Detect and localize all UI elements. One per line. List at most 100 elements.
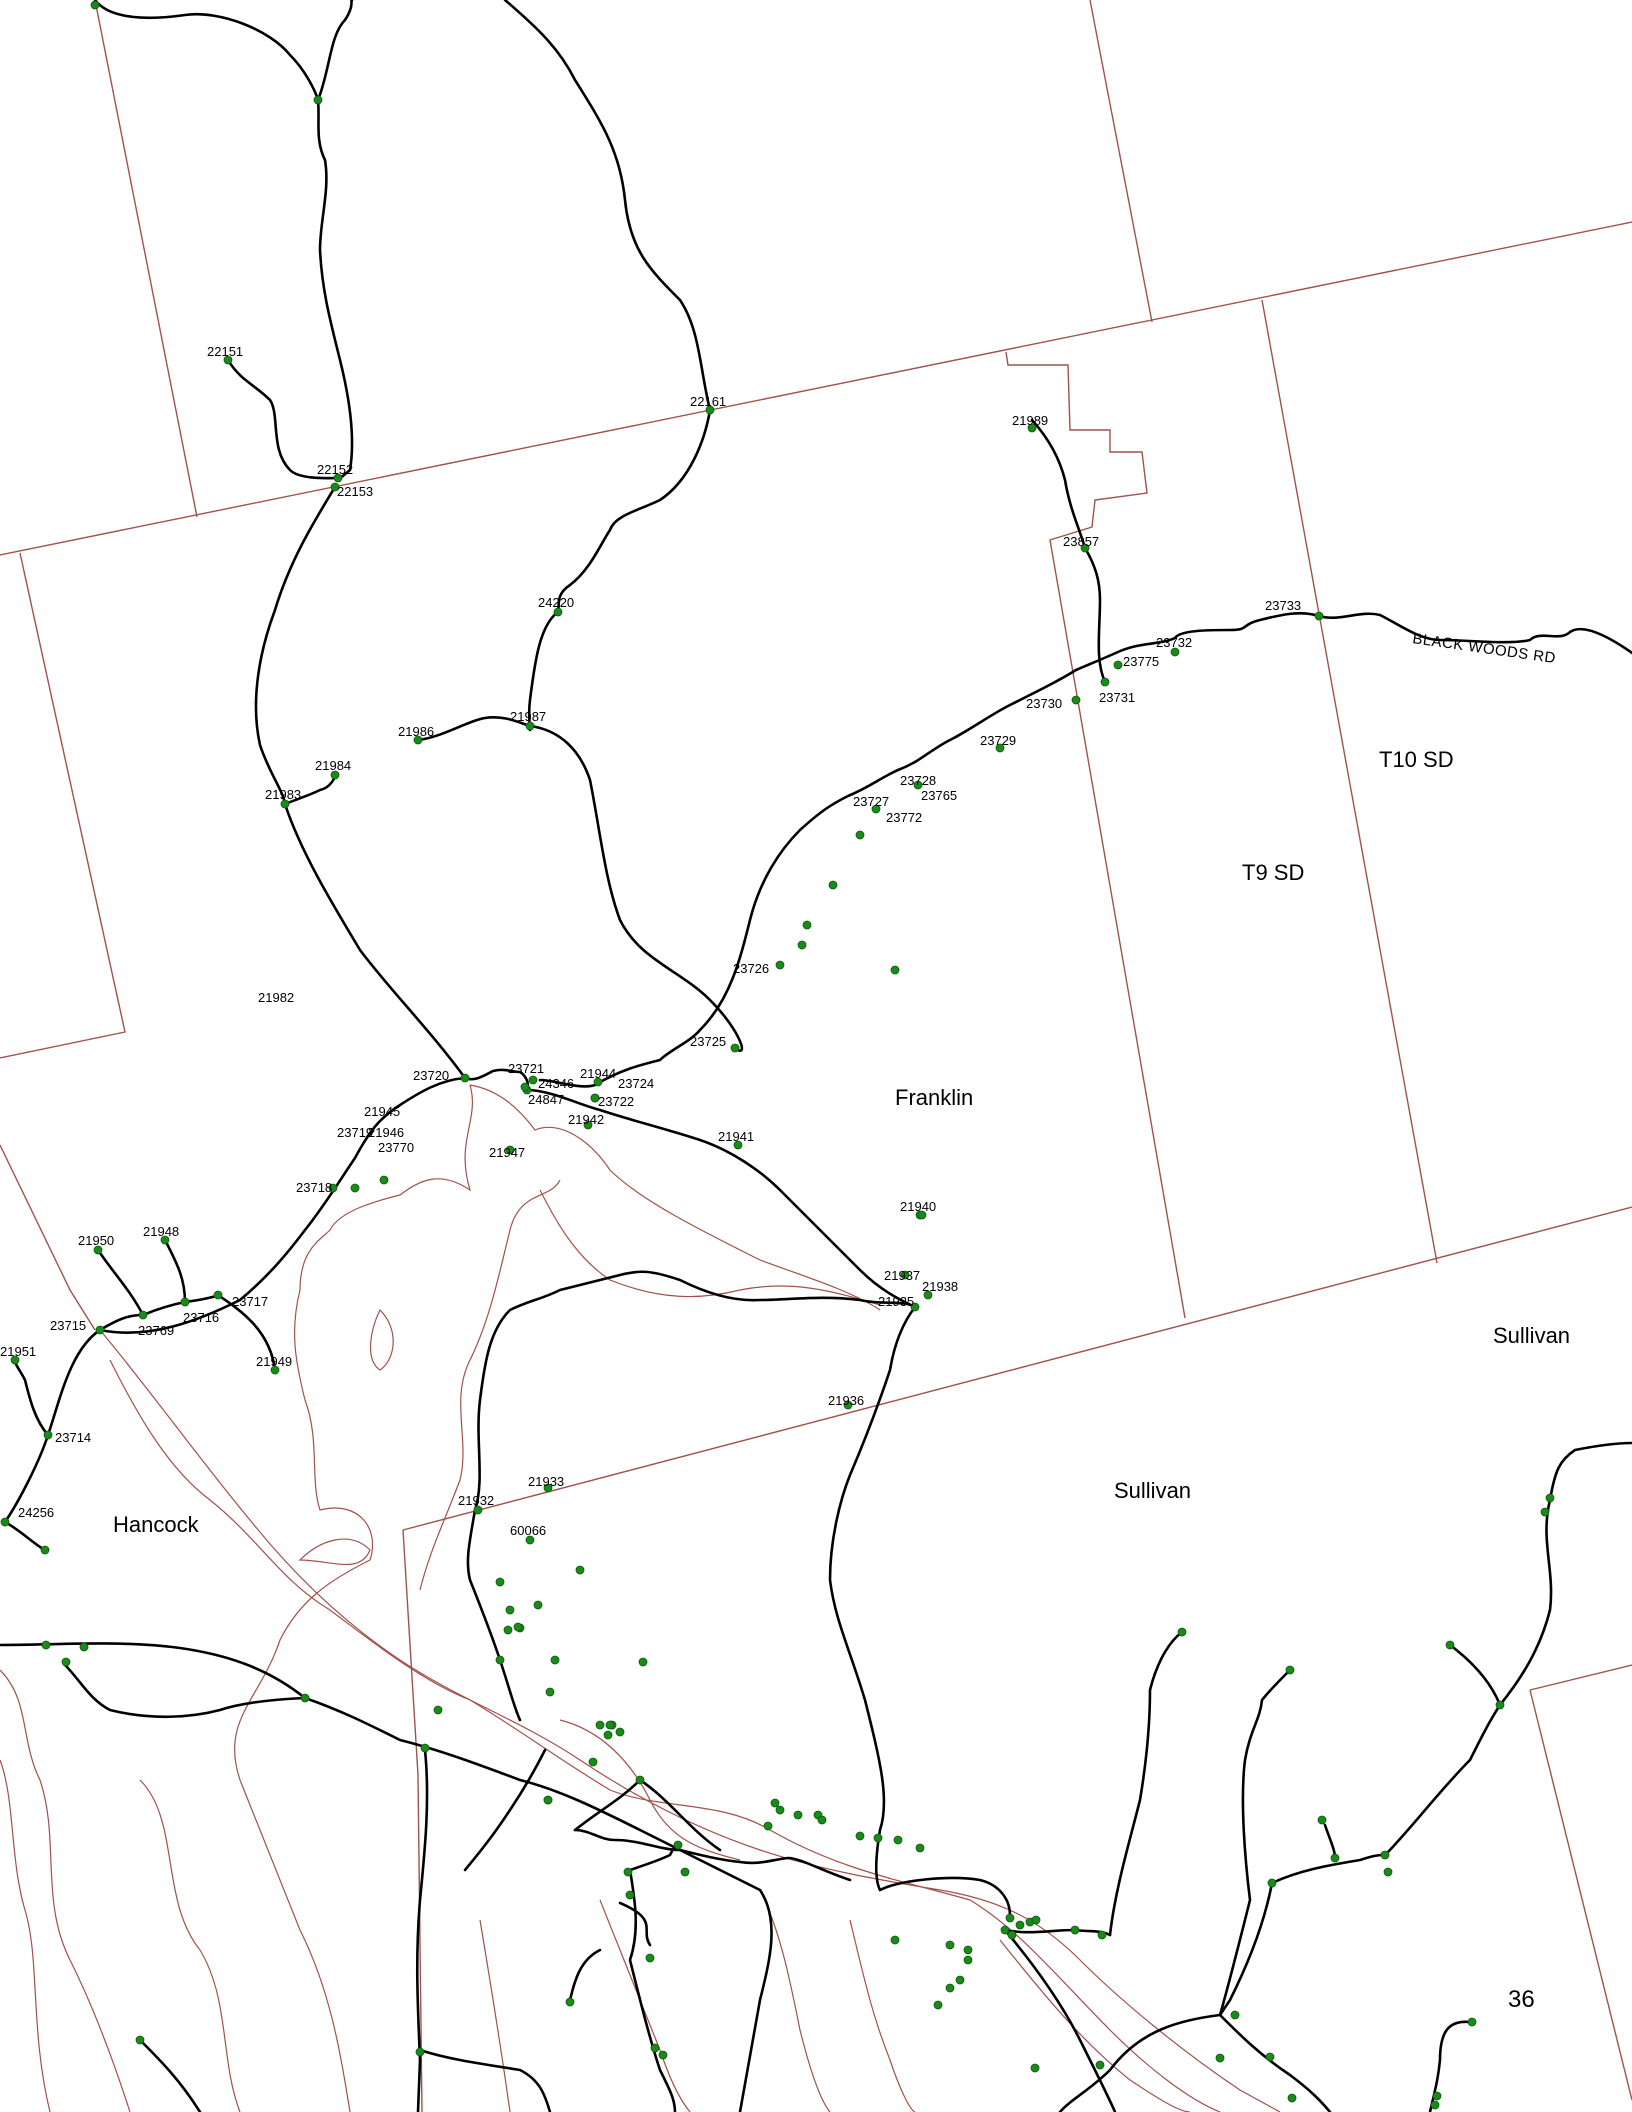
road-node[interactable]	[533, 1600, 543, 1610]
road-node[interactable]	[503, 1625, 513, 1635]
road-node[interactable]	[495, 1577, 505, 1587]
road-node[interactable]	[0, 1517, 10, 1527]
road-node[interactable]	[575, 1565, 585, 1575]
road-node[interactable]	[890, 965, 900, 975]
road-node[interactable]	[1095, 2060, 1105, 2070]
road-node[interactable]	[473, 1505, 483, 1515]
road-node[interactable]	[917, 1210, 927, 1220]
road-node[interactable]	[873, 1833, 883, 1843]
road-node[interactable]	[460, 1073, 470, 1083]
road-node[interactable]	[1432, 2091, 1442, 2101]
road-node[interactable]	[543, 1795, 553, 1805]
road-node[interactable]	[890, 1935, 900, 1945]
road-node[interactable]	[505, 1605, 515, 1615]
road-node[interactable]	[1445, 1640, 1455, 1650]
road-node[interactable]	[680, 1867, 690, 1877]
road-node[interactable]	[705, 405, 715, 415]
road-node[interactable]	[955, 1975, 965, 1985]
road-node[interactable]	[180, 1297, 190, 1307]
road-node[interactable]	[615, 1727, 625, 1737]
road-node[interactable]	[590, 1093, 600, 1103]
road-node[interactable]	[1380, 1850, 1390, 1860]
road-node[interactable]	[93, 1245, 103, 1255]
road-node[interactable]	[775, 1805, 785, 1815]
road-node[interactable]	[1265, 2052, 1275, 2062]
road-node[interactable]	[415, 2047, 425, 2057]
road-node[interactable]	[910, 1302, 920, 1312]
road-node[interactable]	[733, 1140, 743, 1150]
road-node[interactable]	[138, 1310, 148, 1320]
road-node[interactable]	[900, 1270, 910, 1280]
road-node[interactable]	[1027, 423, 1037, 433]
road-node[interactable]	[915, 1843, 925, 1853]
road-node[interactable]	[160, 1235, 170, 1245]
road-node[interactable]	[520, 1082, 530, 1092]
road-node[interactable]	[513, 1622, 523, 1632]
road-node[interactable]	[1383, 1867, 1393, 1877]
road-node[interactable]	[1467, 2017, 1477, 2027]
road-node[interactable]	[1005, 1913, 1015, 1923]
road-node[interactable]	[313, 95, 323, 105]
road-node[interactable]	[1070, 1925, 1080, 1935]
road-node[interactable]	[650, 2043, 660, 2053]
road-node[interactable]	[300, 1693, 310, 1703]
road-node[interactable]	[1100, 677, 1110, 687]
road-node[interactable]	[635, 1775, 645, 1785]
road-node[interactable]	[638, 1657, 648, 1667]
road-node[interactable]	[583, 1120, 593, 1130]
road-node[interactable]	[10, 1355, 20, 1365]
road-node[interactable]	[553, 607, 563, 617]
road-node[interactable]	[945, 1983, 955, 1993]
road-node[interactable]	[1007, 1930, 1017, 1940]
road-node[interactable]	[1215, 2053, 1225, 2063]
road-node[interactable]	[495, 1655, 505, 1665]
road-node[interactable]	[793, 1810, 803, 1820]
road-node[interactable]	[843, 1400, 853, 1410]
road-node[interactable]	[1285, 1665, 1295, 1675]
road-node[interactable]	[588, 1757, 598, 1767]
road-node[interactable]	[1113, 660, 1123, 670]
road-node[interactable]	[605, 1720, 615, 1730]
road-node[interactable]	[625, 1890, 635, 1900]
road-node[interactable]	[1097, 1930, 1107, 1940]
road-node[interactable]	[1000, 1925, 1010, 1935]
road-node[interactable]	[543, 1483, 553, 1493]
road-node[interactable]	[933, 2000, 943, 2010]
road-node[interactable]	[95, 1325, 105, 1335]
road-node[interactable]	[1031, 1915, 1041, 1925]
road-node[interactable]	[995, 743, 1005, 753]
road-node[interactable]	[802, 920, 812, 930]
road-node[interactable]	[433, 1705, 443, 1715]
road-node[interactable]	[893, 1835, 903, 1845]
road-node[interactable]	[1015, 1920, 1025, 1930]
road-node[interactable]	[945, 1940, 955, 1950]
road-node[interactable]	[413, 735, 423, 745]
road-node[interactable]	[1287, 2093, 1297, 2103]
road-node[interactable]	[673, 1840, 683, 1850]
road-node[interactable]	[1030, 2063, 1040, 2073]
road-node[interactable]	[565, 1997, 575, 2007]
road-node[interactable]	[379, 1175, 389, 1185]
road-node[interactable]	[963, 1955, 973, 1965]
road-node[interactable]	[61, 1657, 71, 1667]
road-node[interactable]	[623, 1867, 633, 1877]
road-node[interactable]	[41, 1640, 51, 1650]
road-node[interactable]	[855, 830, 865, 840]
road-node[interactable]	[505, 1145, 515, 1155]
road-node[interactable]	[1330, 1853, 1340, 1863]
road-node[interactable]	[1230, 2010, 1240, 2020]
road-node[interactable]	[871, 804, 881, 814]
road-node[interactable]	[595, 1720, 605, 1730]
road-node[interactable]	[1495, 1700, 1505, 1710]
road-node[interactable]	[730, 1043, 740, 1053]
road-node[interactable]	[223, 355, 233, 365]
road-node[interactable]	[330, 482, 340, 492]
road-node[interactable]	[797, 940, 807, 950]
road-node[interactable]	[525, 721, 535, 731]
road-node[interactable]	[817, 1815, 827, 1825]
road-node[interactable]	[528, 1075, 538, 1085]
road-node[interactable]	[213, 1290, 223, 1300]
road-node[interactable]	[913, 780, 923, 790]
road-node[interactable]	[350, 1183, 360, 1193]
